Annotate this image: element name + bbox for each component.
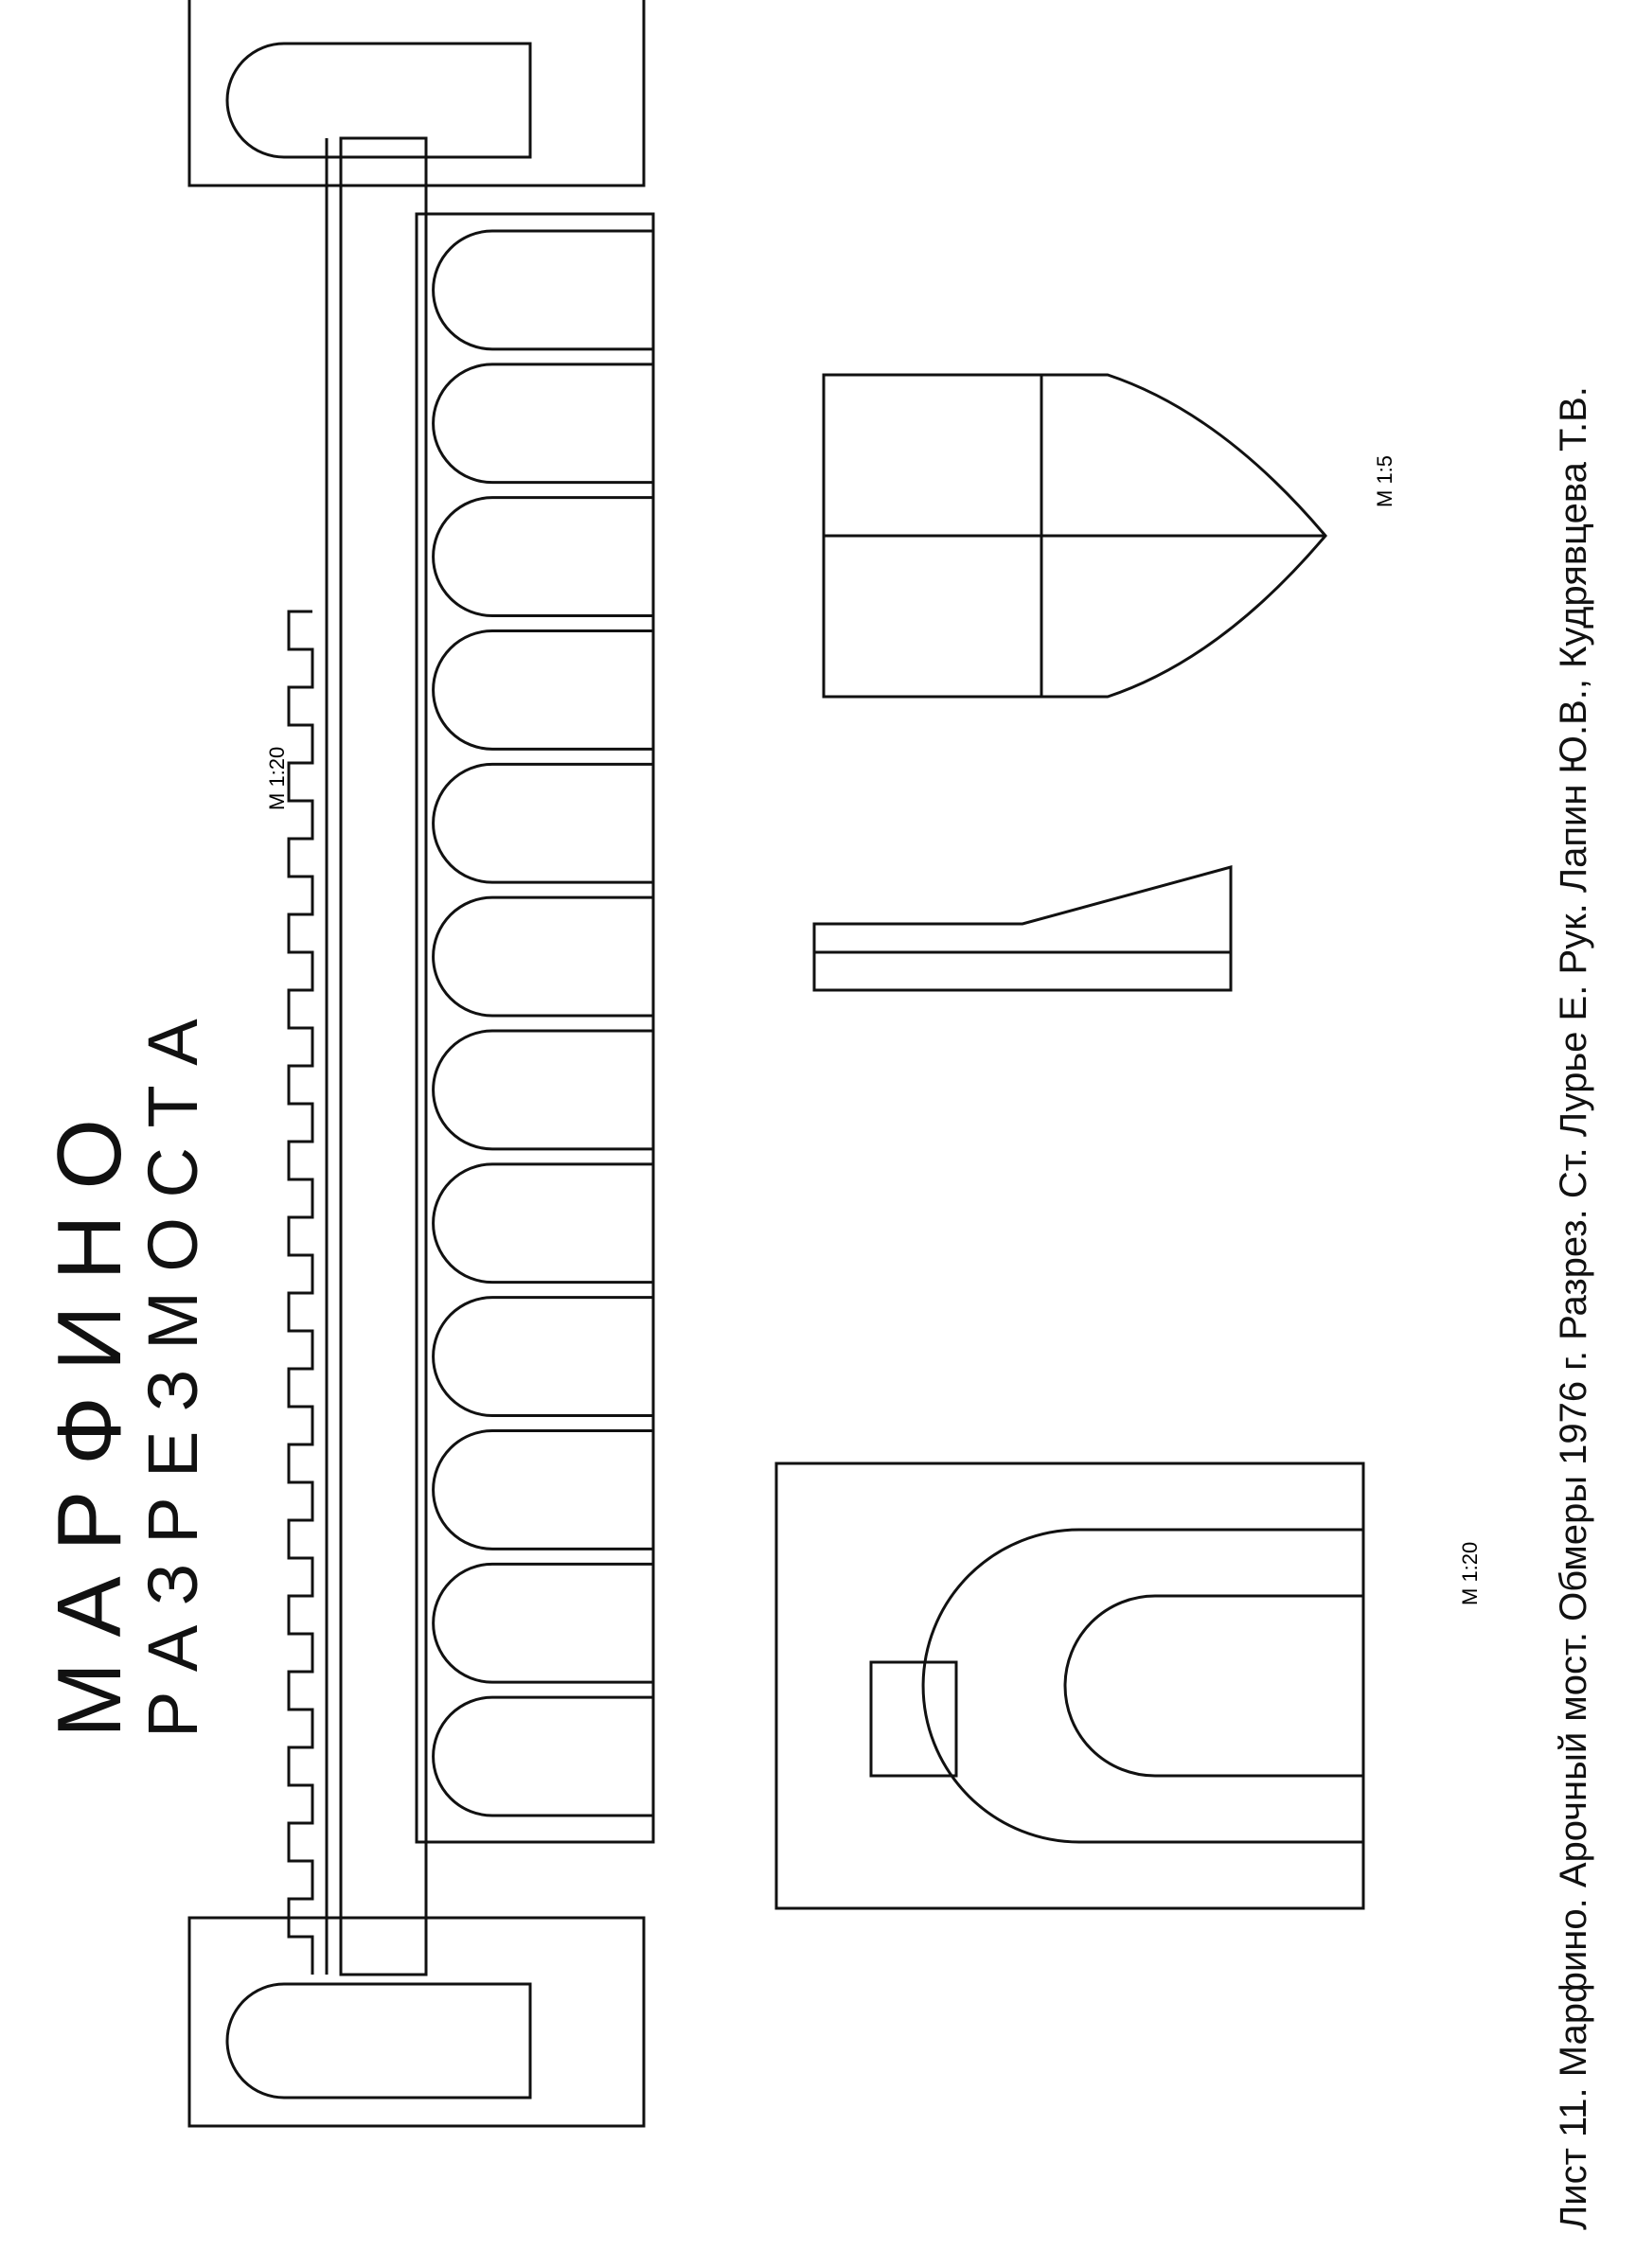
section-scale-label: М 1:20 [265,747,289,810]
arch [432,1562,653,1684]
left-tower [187,1916,646,2128]
arch [432,496,653,617]
arcade-arches [432,229,653,1817]
detail-scale-label: М 1:5 [1373,455,1396,507]
arch [432,1029,653,1151]
left-tower-niche [225,1982,532,2100]
arcade-band [415,212,655,1844]
arch [432,762,653,884]
parapet [287,610,314,1975]
arch [432,895,653,1018]
arch [432,1429,653,1550]
bridge-deck [339,136,428,1976]
shield-detail [822,373,1327,699]
arch [432,1162,653,1285]
right-tower [187,0,646,187]
arch-scale-label: М 1:20 [1458,1542,1482,1605]
arch [432,1296,653,1417]
arch [432,629,653,751]
profile-detail [812,865,1233,992]
arch [432,229,653,351]
arch [432,363,653,485]
right-tower-niche [225,42,532,159]
arch [432,1695,653,1817]
arch-elevation [774,1462,1365,1910]
sheet-caption: Лист 11. Марфино. Арочный мост. Обмеры 1… [1553,386,1594,2230]
